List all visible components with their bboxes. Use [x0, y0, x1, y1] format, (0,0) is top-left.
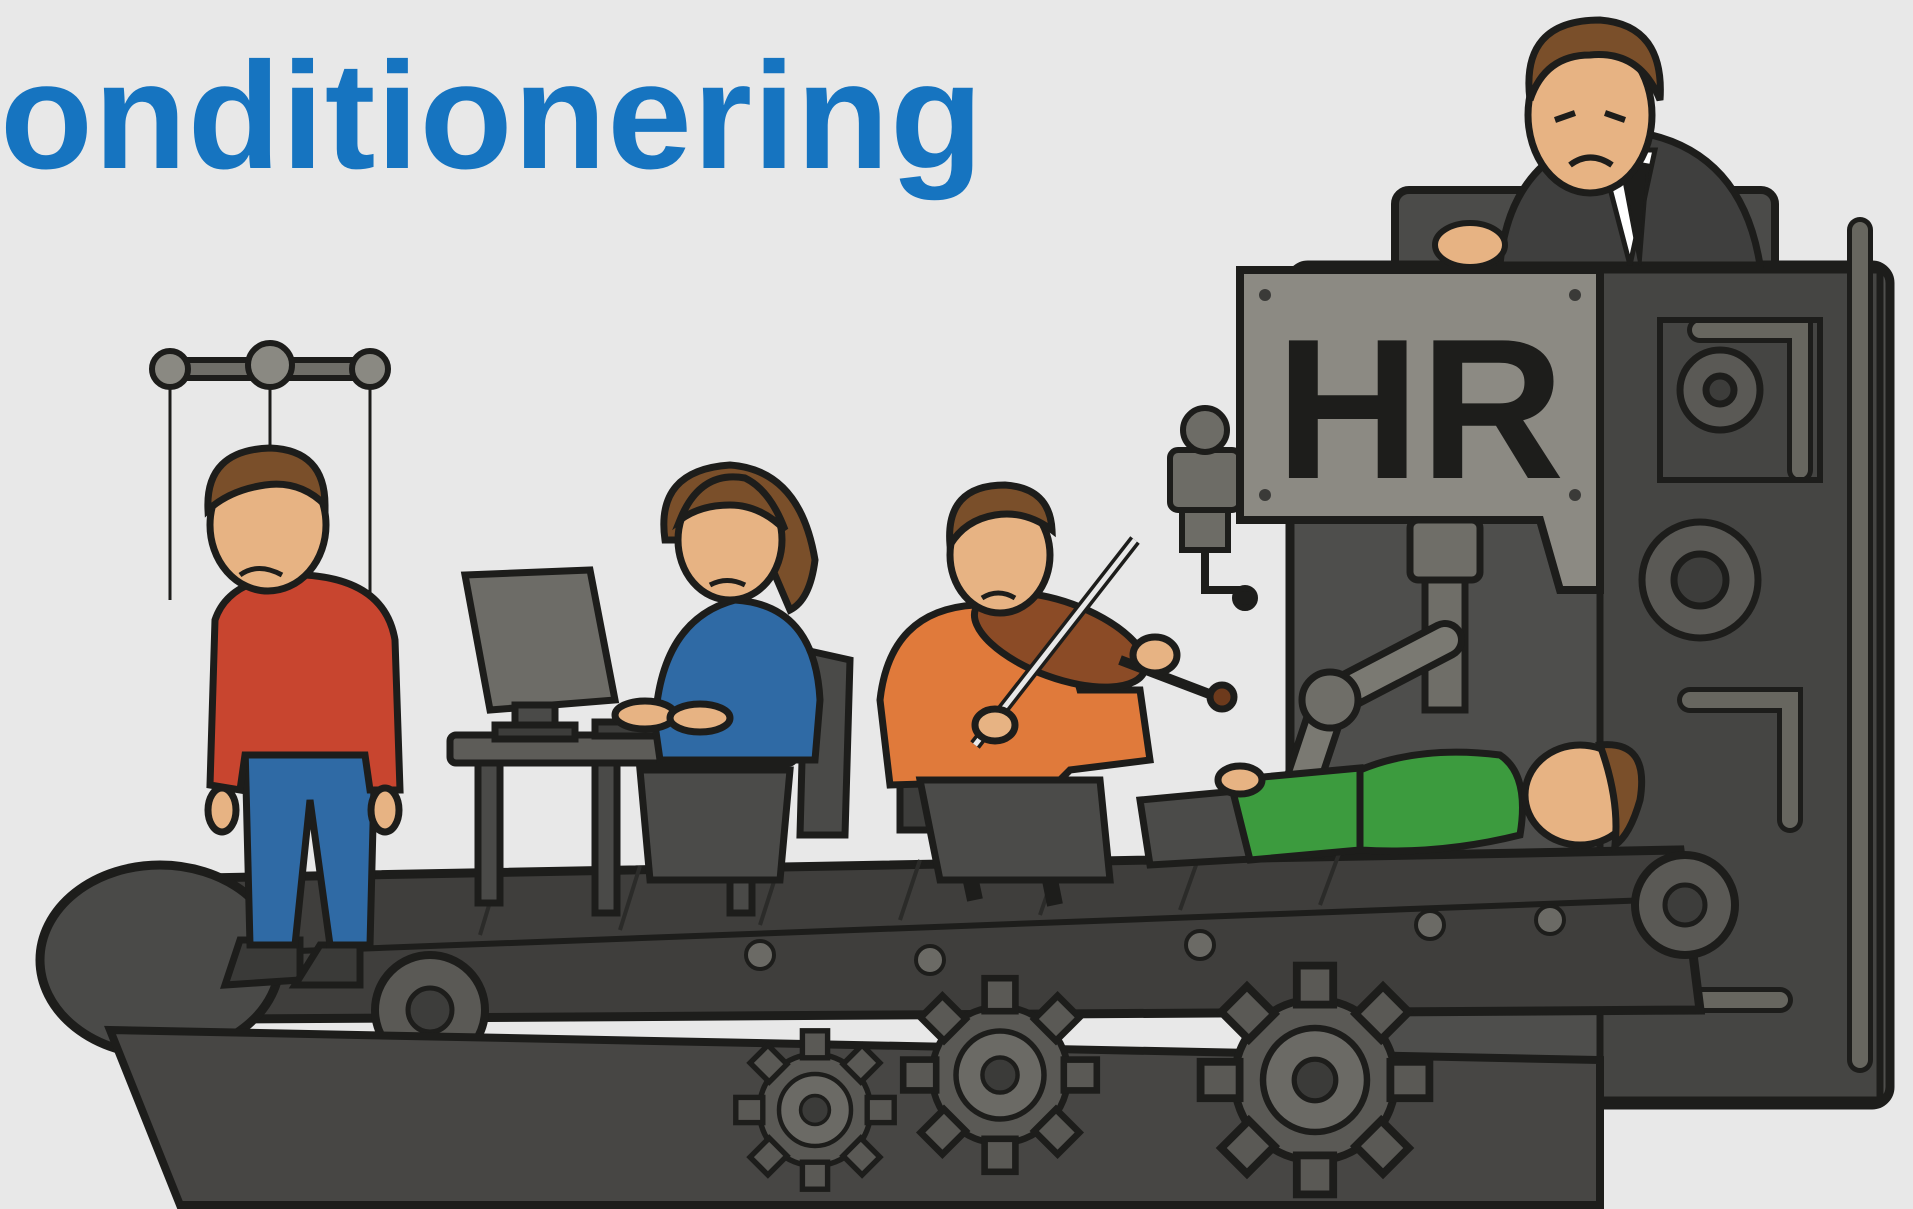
- gear-large: [1201, 966, 1430, 1195]
- violinist-figure: [876, 481, 1238, 907]
- typing-worker-figure: [611, 461, 854, 884]
- slide-title: onditionering: [0, 31, 984, 201]
- lying-worker-figure: [1135, 741, 1646, 869]
- hr-sign-text: HR: [1276, 298, 1565, 521]
- hr-sign: HR: [1236, 266, 1604, 594]
- standing-worker-figure: [204, 444, 404, 989]
- gear-small: [736, 1031, 894, 1189]
- gear-medium: [903, 978, 1097, 1172]
- hr-manager-figure: [1432, 16, 1765, 270]
